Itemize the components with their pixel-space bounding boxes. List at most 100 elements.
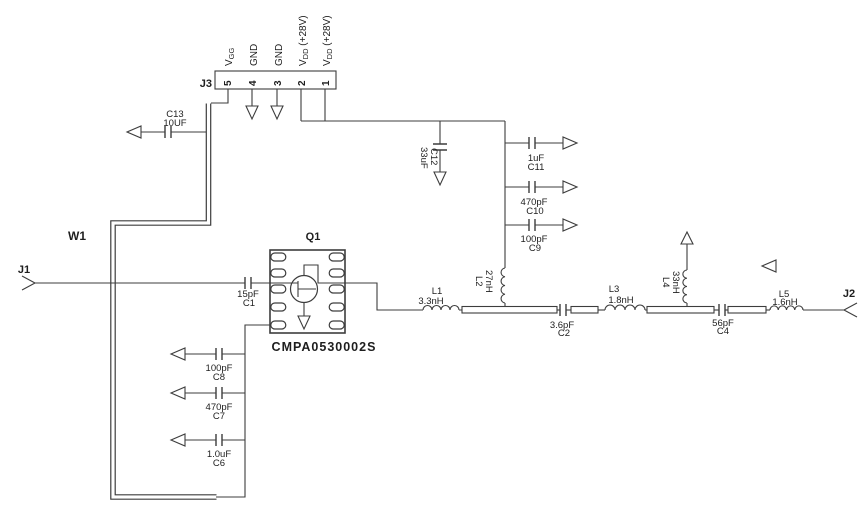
q1-right-pad	[328, 320, 345, 330]
c6-ground-icon	[169, 433, 186, 447]
c10-capacitor: 470pF C10	[505, 180, 579, 217]
c11-capacitor: 1uF C11	[505, 136, 579, 173]
q1-left-pad	[270, 268, 287, 278]
w1-trace-outline	[110, 103, 217, 500]
c7-ground-icon	[169, 386, 186, 400]
c4-value: 56pF	[712, 318, 734, 329]
c2-capacitor: 3.6pF C2	[550, 304, 574, 339]
c9-capacitor: 100pF C9	[505, 218, 579, 254]
l5-value: 1.6nH	[772, 297, 797, 308]
c7-plates	[215, 387, 223, 399]
l2-coil	[500, 267, 506, 306]
j3-pin1-number: 1	[321, 80, 332, 86]
vdd-decoupling-rail: 1uF C11 470pF C10 100pF C9 L2 27nH	[473, 121, 579, 306]
microstrip-line-4	[727, 305, 767, 314]
c13-ground-icon	[125, 125, 142, 139]
l4-value: 33nH	[670, 271, 681, 294]
q1-left-pad	[270, 252, 287, 262]
c2-ref: C2	[558, 328, 570, 339]
q1-part-number: CMPA0530002S	[272, 340, 377, 354]
l5-coil	[769, 305, 844, 311]
q1-left-pad	[270, 302, 287, 312]
j3-label: J3	[200, 78, 212, 90]
c1-capacitor: 15pF C1	[237, 277, 298, 309]
j1-label: J1	[18, 264, 30, 276]
w1-label: W1	[68, 229, 86, 243]
c11-ref: C11	[528, 162, 545, 173]
c6-plates	[215, 434, 223, 446]
c8-value: 100pF	[206, 363, 233, 374]
q1-right-pad	[328, 302, 345, 312]
q1-fet-drain-wire	[303, 264, 423, 311]
l5-ref: L5	[779, 289, 790, 300]
q1-left-pad	[270, 320, 287, 330]
floating-ground-icon	[760, 259, 777, 273]
q1-label: Q1	[306, 231, 321, 243]
j3-pin5-number: 5	[223, 80, 234, 86]
c12-capacitor: 33uF C12	[418, 121, 447, 187]
c8-capacitor: 100pF C8	[169, 347, 245, 383]
l3-ref: L3	[609, 284, 620, 295]
l2-ref: L2	[473, 276, 484, 287]
l3-inductor: L3 1.8nH	[604, 284, 647, 311]
c13-capacitor: C13 10UF	[125, 109, 206, 139]
c11-ground-icon	[562, 136, 579, 150]
c4-capacitor: 56pF C4	[712, 304, 734, 337]
j3-pin4-name: GND	[249, 44, 260, 66]
j3-connector-body	[214, 70, 337, 90]
j2-port: J2	[842, 288, 858, 318]
j2-label: J2	[843, 288, 855, 300]
j3-pin2-name: VDD (+28V)	[298, 15, 310, 66]
c10-plates	[528, 181, 536, 193]
c12-ref: C12	[428, 148, 439, 165]
c4-ref: C4	[717, 326, 729, 337]
l3-value: 1.8nH	[608, 295, 633, 306]
c6-value: 1.0uF	[207, 449, 231, 460]
l1-inductor: L1 3.3nH	[418, 286, 462, 311]
q1-gate-bias-wire	[216, 324, 270, 498]
l4-top-arrow-icon	[680, 230, 694, 245]
c6-ref: C6	[213, 458, 225, 469]
output-network: L1 3.3nH 3.6pF C2 L3 1.8nH L4 33nH	[418, 230, 844, 339]
j3-pin5-name: VGG	[224, 47, 236, 66]
l2-value: 27nH	[483, 270, 494, 293]
c8-ground-icon	[169, 347, 186, 361]
c9-value: 100pF	[521, 234, 548, 245]
w1-trace-core	[111, 103, 217, 499]
j3-pin3-number: 3	[273, 80, 284, 86]
c11-plates	[528, 137, 536, 149]
microstrip-line-3	[646, 305, 715, 314]
l5-inductor: L5 1.6nH	[769, 289, 844, 311]
c9-ground-icon	[562, 218, 579, 232]
c1-plates	[244, 277, 252, 289]
j3-pin3-name: GND	[274, 44, 285, 66]
c10-value: 470pF	[521, 197, 548, 208]
j1-port: J1	[18, 264, 245, 291]
c13-ref: C13	[166, 109, 183, 120]
j2-port-icon	[842, 302, 858, 318]
j3-pin4-number: 4	[248, 80, 259, 86]
j3-pin3-ground-icon	[270, 105, 284, 121]
q1-right-pad	[328, 284, 345, 294]
q1-right-pad	[328, 252, 345, 262]
c8-ref: C8	[213, 372, 225, 383]
c13-value: 10UF	[163, 118, 186, 129]
l2-inductor: L2 27nH	[473, 267, 506, 306]
c12-ground-icon	[433, 171, 447, 187]
q1-package-body	[269, 249, 346, 334]
microstrip-line-2	[570, 305, 599, 314]
l4-coil	[682, 269, 688, 306]
c9-ref: C9	[529, 243, 541, 254]
c6-capacitor: 1.0uF C6	[169, 433, 245, 469]
q1-left-pad	[270, 284, 287, 294]
j1-port-icon	[21, 275, 37, 291]
c7-value: 470pF	[206, 402, 233, 413]
q1-transistor: Q1 CMPA0530002S	[216, 231, 423, 498]
c2-plates	[559, 304, 567, 316]
c1-ref: C1	[243, 298, 255, 309]
q1-source-ground-icon	[297, 315, 311, 331]
c7-ref: C7	[213, 411, 225, 422]
j3-pin4-ground-icon	[245, 105, 259, 121]
